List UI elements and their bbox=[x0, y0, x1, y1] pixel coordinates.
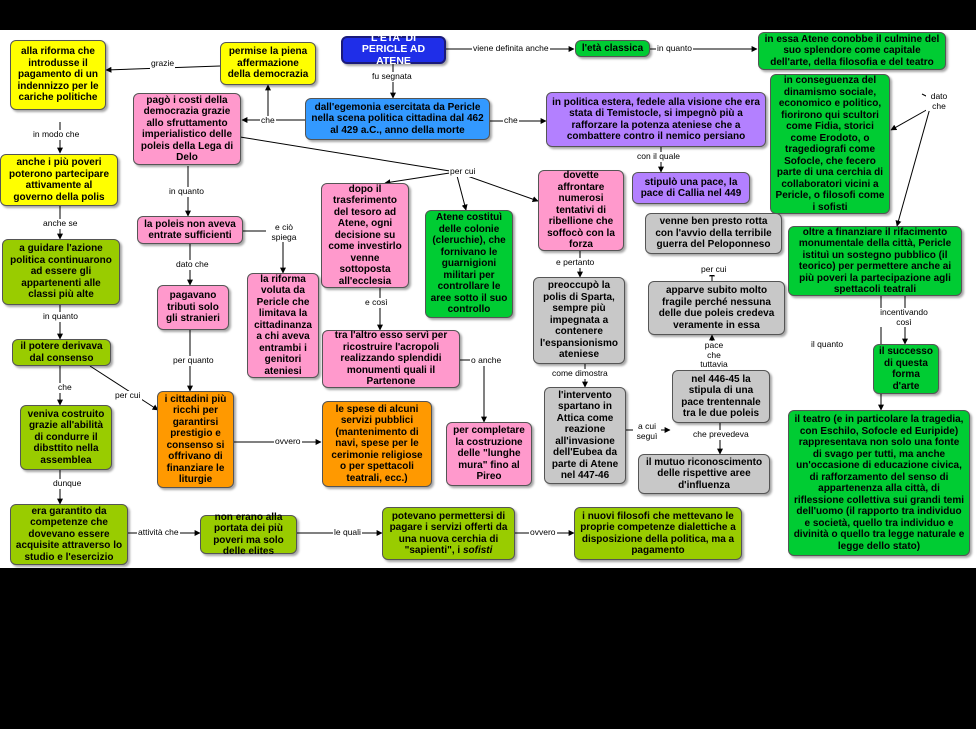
node-sapienti: potevano permettersi di pagare i servizi… bbox=[382, 507, 515, 560]
node-dinamismo: in conseguenza del dinamismo sociale, ec… bbox=[770, 74, 890, 214]
node-riconoscimento: il mutuo riconoscimento delle rispettive… bbox=[638, 454, 770, 494]
node-cleruchie: Atene costituì delle colonie (cleruchie)… bbox=[425, 210, 513, 318]
link-label-ovvero-2: ovvero bbox=[529, 527, 557, 538]
node-teatro: il teatro (e in particolare la tragedia,… bbox=[788, 410, 970, 556]
link-label-che-3: che bbox=[57, 382, 73, 393]
link-label-che-1: che bbox=[260, 115, 276, 126]
link-label-per-quanto: per quanto bbox=[172, 355, 215, 366]
node-sparta: preoccupò la polis di Sparta, sempre più… bbox=[533, 277, 625, 364]
node-elites: non erano alla portata dei più poveri ma… bbox=[200, 512, 297, 557]
node-atene-culmine: in essa Atene conobbe il culmine del suo… bbox=[758, 32, 946, 70]
node-ribellione: dovette affrontare numerosi tentativi di… bbox=[538, 170, 624, 251]
link-label-che-2: che bbox=[503, 115, 519, 126]
link-label-dato-che-1: dato che bbox=[926, 91, 952, 111]
node-guerra-peloponneso: venne ben presto rotta con l'avvio della… bbox=[645, 213, 782, 254]
link-label-anche-se: anche se bbox=[42, 218, 79, 229]
concept-map: L'ETA' DI PERICLE AD ATENE l'età classic… bbox=[0, 30, 976, 568]
link-label-o-anche: o anche bbox=[470, 355, 503, 366]
node-consenso: il potere derivava dal consenso bbox=[12, 339, 111, 366]
node-pago-costi: pagò i costi della democrazia grazie all… bbox=[133, 93, 241, 165]
node-title: L'ETA' DI PERICLE AD ATENE bbox=[341, 32, 446, 66]
sapienti-text: potevano permettersi di pagare i servizi… bbox=[389, 510, 508, 557]
link-label-in-quanto-2: in quanto bbox=[168, 186, 205, 197]
node-servizi-pubblici: le spese di alcuni servizi pubblici (man… bbox=[322, 401, 432, 487]
link-label-viene-definita: viene definita anche bbox=[472, 43, 550, 54]
link-label-attivita-che: attività che bbox=[137, 527, 180, 538]
link-label-per-cui-3: per cui bbox=[114, 390, 142, 401]
node-egemonia: dall'egemonia esercitata da Pericle nell… bbox=[305, 98, 490, 140]
node-filosofi: i nuovi filosofi che mettevano le propri… bbox=[574, 507, 742, 560]
link-label-le-quali: le quali bbox=[333, 527, 362, 538]
node-intervento: l'intervento spartano in Attica come rea… bbox=[544, 387, 626, 484]
link-label-e-pertanto: e pertanto bbox=[555, 257, 596, 268]
node-abilita: veniva costruito grazie all'abilità di c… bbox=[20, 405, 112, 470]
node-azione-politica: a guidare l'azione politica continuarono… bbox=[2, 239, 120, 305]
link-label-per-cui-2: per cui bbox=[700, 264, 728, 275]
node-trasferimento: dopo il trasferimento del tesoro ad Aten… bbox=[321, 183, 409, 288]
node-riforma-indennizzo: alla riforma che introdusse il pagamento… bbox=[10, 40, 106, 110]
node-acropoli: tra l'altro esso servì per ricostruire l… bbox=[322, 330, 460, 388]
link-label-per-cui-1: per cui bbox=[449, 166, 477, 177]
link-label-il-quanto: il quanto bbox=[810, 339, 845, 350]
link-label-dato-che-2: dato che bbox=[175, 259, 210, 270]
node-eta-classica: l'età classica bbox=[575, 40, 650, 57]
node-lunghe-mura: per completare la costruzione delle "lun… bbox=[446, 422, 532, 486]
node-entrate: la poleis non aveva entrate sufficienti bbox=[137, 216, 243, 244]
link-label-fu-segnata: fu segnata bbox=[371, 71, 413, 82]
link-label-come-dimostra: come dimostra bbox=[551, 368, 609, 379]
link-label-incentivando-cosi: incentivando così bbox=[874, 307, 934, 327]
node-pace-trentennale: nel 446-45 la stipula di una pace trente… bbox=[672, 370, 770, 423]
link-label-ovvero-1: ovvero bbox=[274, 436, 302, 447]
link-label-a-cui-segui: a cui seguì bbox=[633, 421, 661, 441]
node-fragile: apparve subito molto fragile perché ness… bbox=[648, 281, 785, 335]
sofisti-emphasis: sofisti bbox=[462, 545, 493, 556]
node-competenze: era garantito da competenze che dovevano… bbox=[10, 504, 128, 565]
link-label-dunque: dunque bbox=[52, 478, 83, 489]
node-politica-estera: in politica estera, fedele alla visione … bbox=[546, 92, 766, 147]
link-label-pace-che-tuttavia: pace che tuttavia bbox=[696, 340, 732, 370]
link-label-con-il-quale: con il quale bbox=[636, 151, 682, 162]
node-rifacimento: oltre a finanziare il rifacimento monume… bbox=[788, 226, 962, 296]
node-stranieri: pagavano tributi solo gli stranieri bbox=[157, 285, 229, 330]
link-label-grazie: grazie bbox=[150, 58, 176, 69]
link-label-in-modo-che: in modo che bbox=[32, 129, 81, 140]
link-label-e-cio-spiega: e ciò spiega bbox=[266, 222, 302, 242]
link-label-in-quanto-1: in quanto bbox=[656, 43, 693, 54]
node-successo: il successo di questa forma d'arte bbox=[873, 344, 939, 394]
node-riforma-voluta: la riforma voluta da Pericle che limitav… bbox=[247, 273, 319, 378]
node-piena-democrazia: permise la piena affermazione della demo… bbox=[220, 42, 316, 85]
link-label-e-cosi: e così bbox=[364, 297, 389, 308]
node-cittadini-ricchi: i cittadini più ricchi per garantirsi pr… bbox=[157, 391, 234, 488]
link-label-in-quanto-3: in quanto bbox=[42, 311, 79, 322]
node-piu-poveri: anche i più poveri poterono partecipare … bbox=[0, 154, 118, 206]
link-label-che-prevedeva: che prevedeva bbox=[692, 429, 750, 440]
node-pace-callia: stipulò una pace, la pace di Callia nel … bbox=[632, 172, 750, 204]
